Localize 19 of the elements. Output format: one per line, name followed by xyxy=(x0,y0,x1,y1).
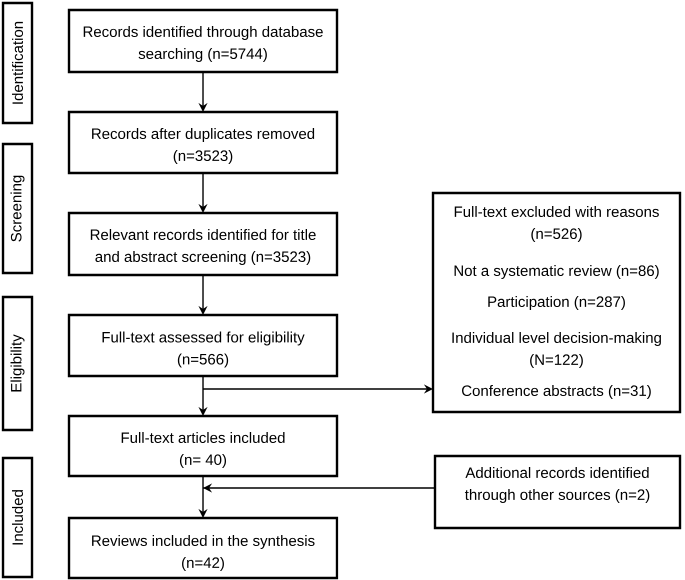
connector-line xyxy=(202,376,204,389)
stage-label: Screening xyxy=(2,142,34,274)
process-box: Reviews included in the synthesis (n=42) xyxy=(68,516,338,580)
exclusion-text: Participation (n=287) xyxy=(488,296,625,310)
process-box: Full-text assessed for eligibility (n=566) xyxy=(68,314,338,378)
connector-line xyxy=(202,476,204,488)
exclusion-box xyxy=(432,192,682,414)
process-box: Records after duplicates removed (n=3523) xyxy=(68,110,338,174)
process-box: Additional records identified through other sources (n=2) xyxy=(434,454,682,530)
process-box: Full-text articles included (n= 40) xyxy=(68,414,338,478)
exclusion-text: Full-text excluded with reasons (n=526) xyxy=(454,206,659,242)
stage-label: Included xyxy=(2,456,34,578)
exclusion-text: Conference abstracts (n=31) xyxy=(462,385,651,399)
stage-label: Identification xyxy=(2,2,34,124)
exclusion-text: Not a systematic review (n=86) xyxy=(454,265,659,279)
process-box: Relevant records identified for title and abstract screening (n=3523) xyxy=(68,212,338,276)
stage-label: Eligibility xyxy=(2,296,34,432)
process-box: Records identified through database searching (n=5744) xyxy=(68,8,338,74)
exclusion-text: Individual level decision-making (N=122) xyxy=(452,332,661,368)
